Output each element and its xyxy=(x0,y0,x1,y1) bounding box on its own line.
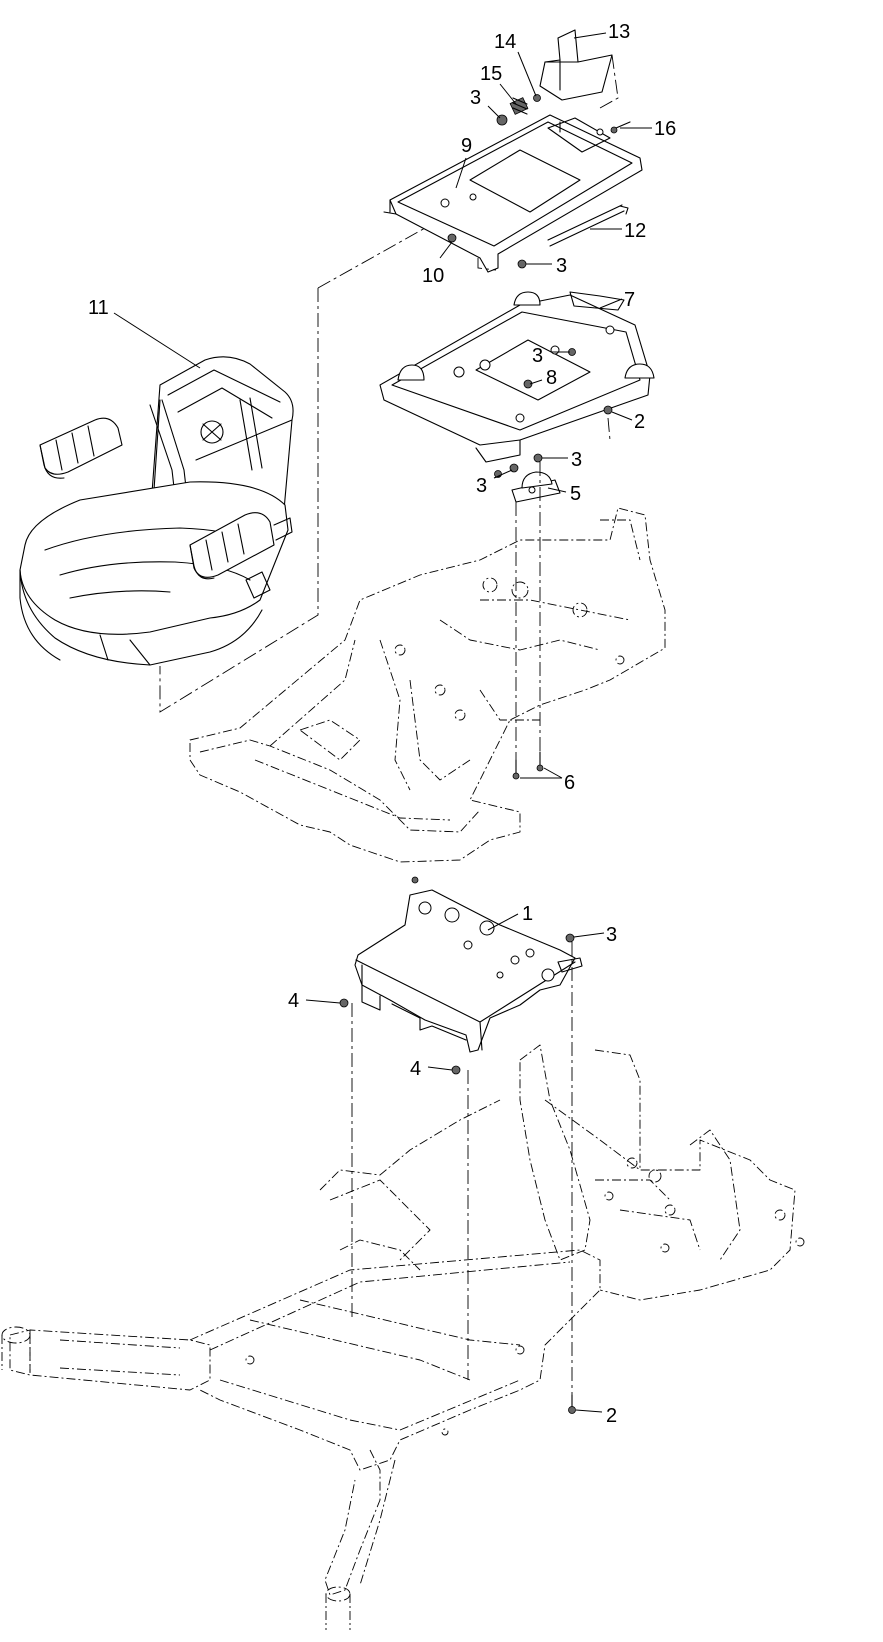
callout-2: 2 xyxy=(634,411,645,433)
seat-assembly xyxy=(19,356,294,666)
seat-mount-plate-7 xyxy=(379,291,655,463)
callout-7: 7 xyxy=(624,289,635,311)
callout-3: 3 xyxy=(556,255,567,277)
callout-1: 1 xyxy=(522,903,533,925)
callout-10: 10 xyxy=(422,265,444,287)
alignment-lines-lower xyxy=(351,942,573,1410)
isolator-mount-5 xyxy=(494,453,561,503)
callout-3: 3 xyxy=(606,924,617,946)
callout-4: 4 xyxy=(288,990,299,1012)
callout-5: 5 xyxy=(570,483,581,505)
callout-8: 8 xyxy=(546,367,557,389)
callout-6: 6 xyxy=(564,772,575,794)
callout-15: 15 xyxy=(480,63,502,85)
callout-13: 13 xyxy=(608,21,630,43)
callout-3: 3 xyxy=(571,449,582,471)
callout-12: 12 xyxy=(624,220,646,242)
callout-4: 4 xyxy=(410,1058,421,1080)
spring-hardware xyxy=(496,94,541,126)
callout-3: 3 xyxy=(470,87,481,109)
seat-bracket-13 xyxy=(539,29,619,109)
seat-plate-9 xyxy=(383,114,643,273)
mount-plate-1 xyxy=(339,876,583,1075)
bolts-6 xyxy=(512,751,544,780)
callout-2: 2 xyxy=(606,1405,617,1427)
bolt-2-lower xyxy=(568,1394,576,1414)
callout-9: 9 xyxy=(461,135,472,157)
main-frame-ghost xyxy=(1,1044,805,1630)
upper-chassis-ghost xyxy=(189,507,666,863)
callout-16: 16 xyxy=(654,118,676,140)
callout-11: 11 xyxy=(88,297,109,319)
leader-lines xyxy=(113,32,652,1413)
callout-labels: 13 14 15 3 16 9 12 3 10 11 7 3 8 2 3 3 5… xyxy=(88,21,676,1427)
callout-3: 3 xyxy=(532,345,543,367)
alignment-lines-upper xyxy=(515,417,611,770)
callout-3: 3 xyxy=(476,475,487,497)
callout-14: 14 xyxy=(494,31,516,53)
